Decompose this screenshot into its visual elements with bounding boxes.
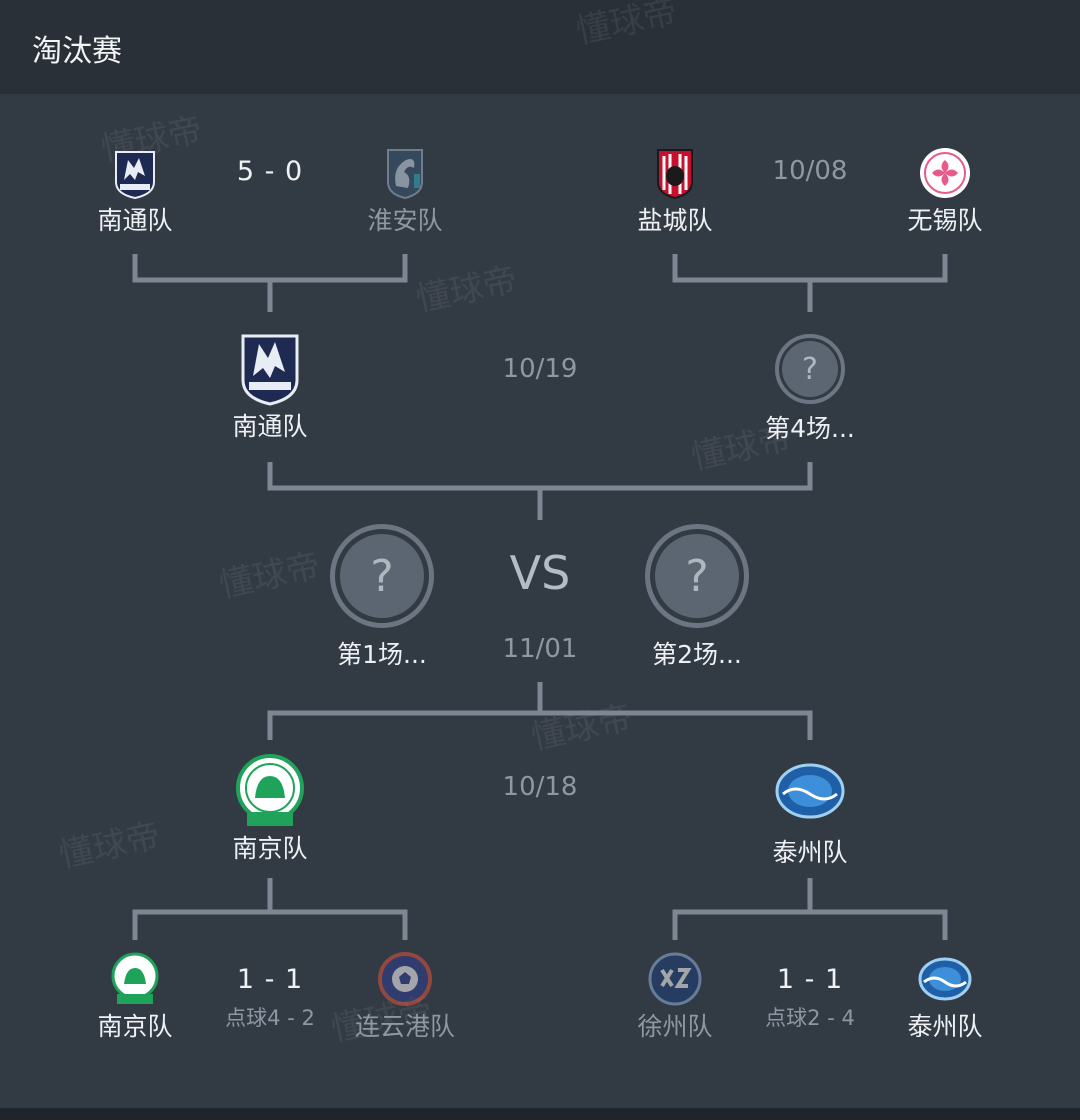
team-card-yancheng[interactable]: 盐城队 [595, 146, 755, 236]
team-name: 第1场... [337, 640, 427, 669]
team-card-taizhou[interactable]: 泰州队 [865, 954, 1025, 1042]
nantong-wolf-icon [241, 334, 299, 406]
team-card-lianyungang[interactable]: 连云港队 [325, 952, 485, 1042]
team-name: 泰州队 [772, 838, 848, 867]
penalty-score: 点球4 - 2 [225, 1006, 315, 1030]
huaian-dragon-icon [387, 149, 423, 200]
team-card-tbd-match1[interactable]: ? 第1场... [302, 524, 462, 670]
team-card-tbd-match2[interactable]: ? 第2场... [617, 524, 777, 670]
yancheng-elk-icon [657, 149, 693, 200]
team-name: 盐城队 [637, 206, 713, 235]
team-name: 无锡队 [907, 206, 983, 235]
team-card-tbd-match4[interactable]: ? 第4场... [730, 334, 890, 444]
team-name: 南通队 [232, 412, 308, 441]
team-card-huaian[interactable]: 淮安队 [325, 146, 485, 236]
bracket-line-semi-top [267, 462, 813, 520]
match-score: 1 - 1 [776, 964, 844, 995]
team-name: 第4场... [765, 414, 855, 443]
top-bar: 淘汰赛 [0, 0, 1080, 94]
match-date: 11/01 [502, 634, 578, 664]
team-card-nanjing[interactable]: 南京队 [190, 754, 350, 864]
team-name: 徐州队 [637, 1012, 713, 1041]
match-score: 1 - 1 [236, 964, 304, 995]
taizhou-wave-icon [918, 957, 972, 1001]
nanjing-lion-icon [111, 952, 159, 1004]
team-name: 泰州队 [907, 1012, 983, 1041]
team-name: 南京队 [97, 1012, 173, 1041]
team-card-nantong[interactable]: 南通队 [55, 146, 215, 236]
bracket-line-r1c [132, 878, 408, 940]
team-card-xuzhou[interactable]: 徐州队 [595, 952, 755, 1042]
team-name: 南京队 [232, 834, 308, 863]
team-card-wuxi[interactable]: 无锡队 [865, 146, 1025, 236]
match-date: 10/18 [502, 772, 578, 802]
team-name: 南通队 [97, 206, 173, 235]
question-icon: ? [645, 524, 749, 628]
team-card-nanjing[interactable]: 南京队 [55, 952, 215, 1042]
question-icon: ? [775, 334, 845, 404]
nantong-wolf-icon [115, 151, 155, 200]
lianyungang-ball-icon [378, 952, 432, 1006]
bottom-bar [0, 1108, 1080, 1120]
bracket-line-semi-bottom [267, 682, 813, 740]
match-date: 10/08 [772, 156, 848, 186]
team-name: 第2场... [652, 640, 742, 669]
xuzhou-xz-icon [648, 952, 702, 1006]
versus-label: VS [509, 546, 571, 600]
bracket-line-r1a [132, 254, 408, 312]
match-date: 10/19 [502, 354, 578, 384]
nanjing-lion-icon [236, 754, 304, 826]
team-name: 淮安队 [367, 206, 443, 235]
wuxi-flower-icon [920, 148, 970, 198]
taizhou-wave-icon [775, 763, 845, 819]
penalty-score: 点球2 - 4 [765, 1006, 855, 1030]
team-card-nantong[interactable]: 南通队 [190, 332, 350, 442]
team-card-taizhou[interactable]: 泰州队 [730, 758, 890, 868]
bracket-line-r1d [672, 878, 948, 940]
match-score: 5 - 0 [236, 156, 304, 187]
team-name: 连云港队 [354, 1012, 455, 1041]
bracket-line-r1b [672, 254, 948, 312]
page-title: 淘汰赛 [32, 34, 122, 69]
question-icon: ? [330, 524, 434, 628]
